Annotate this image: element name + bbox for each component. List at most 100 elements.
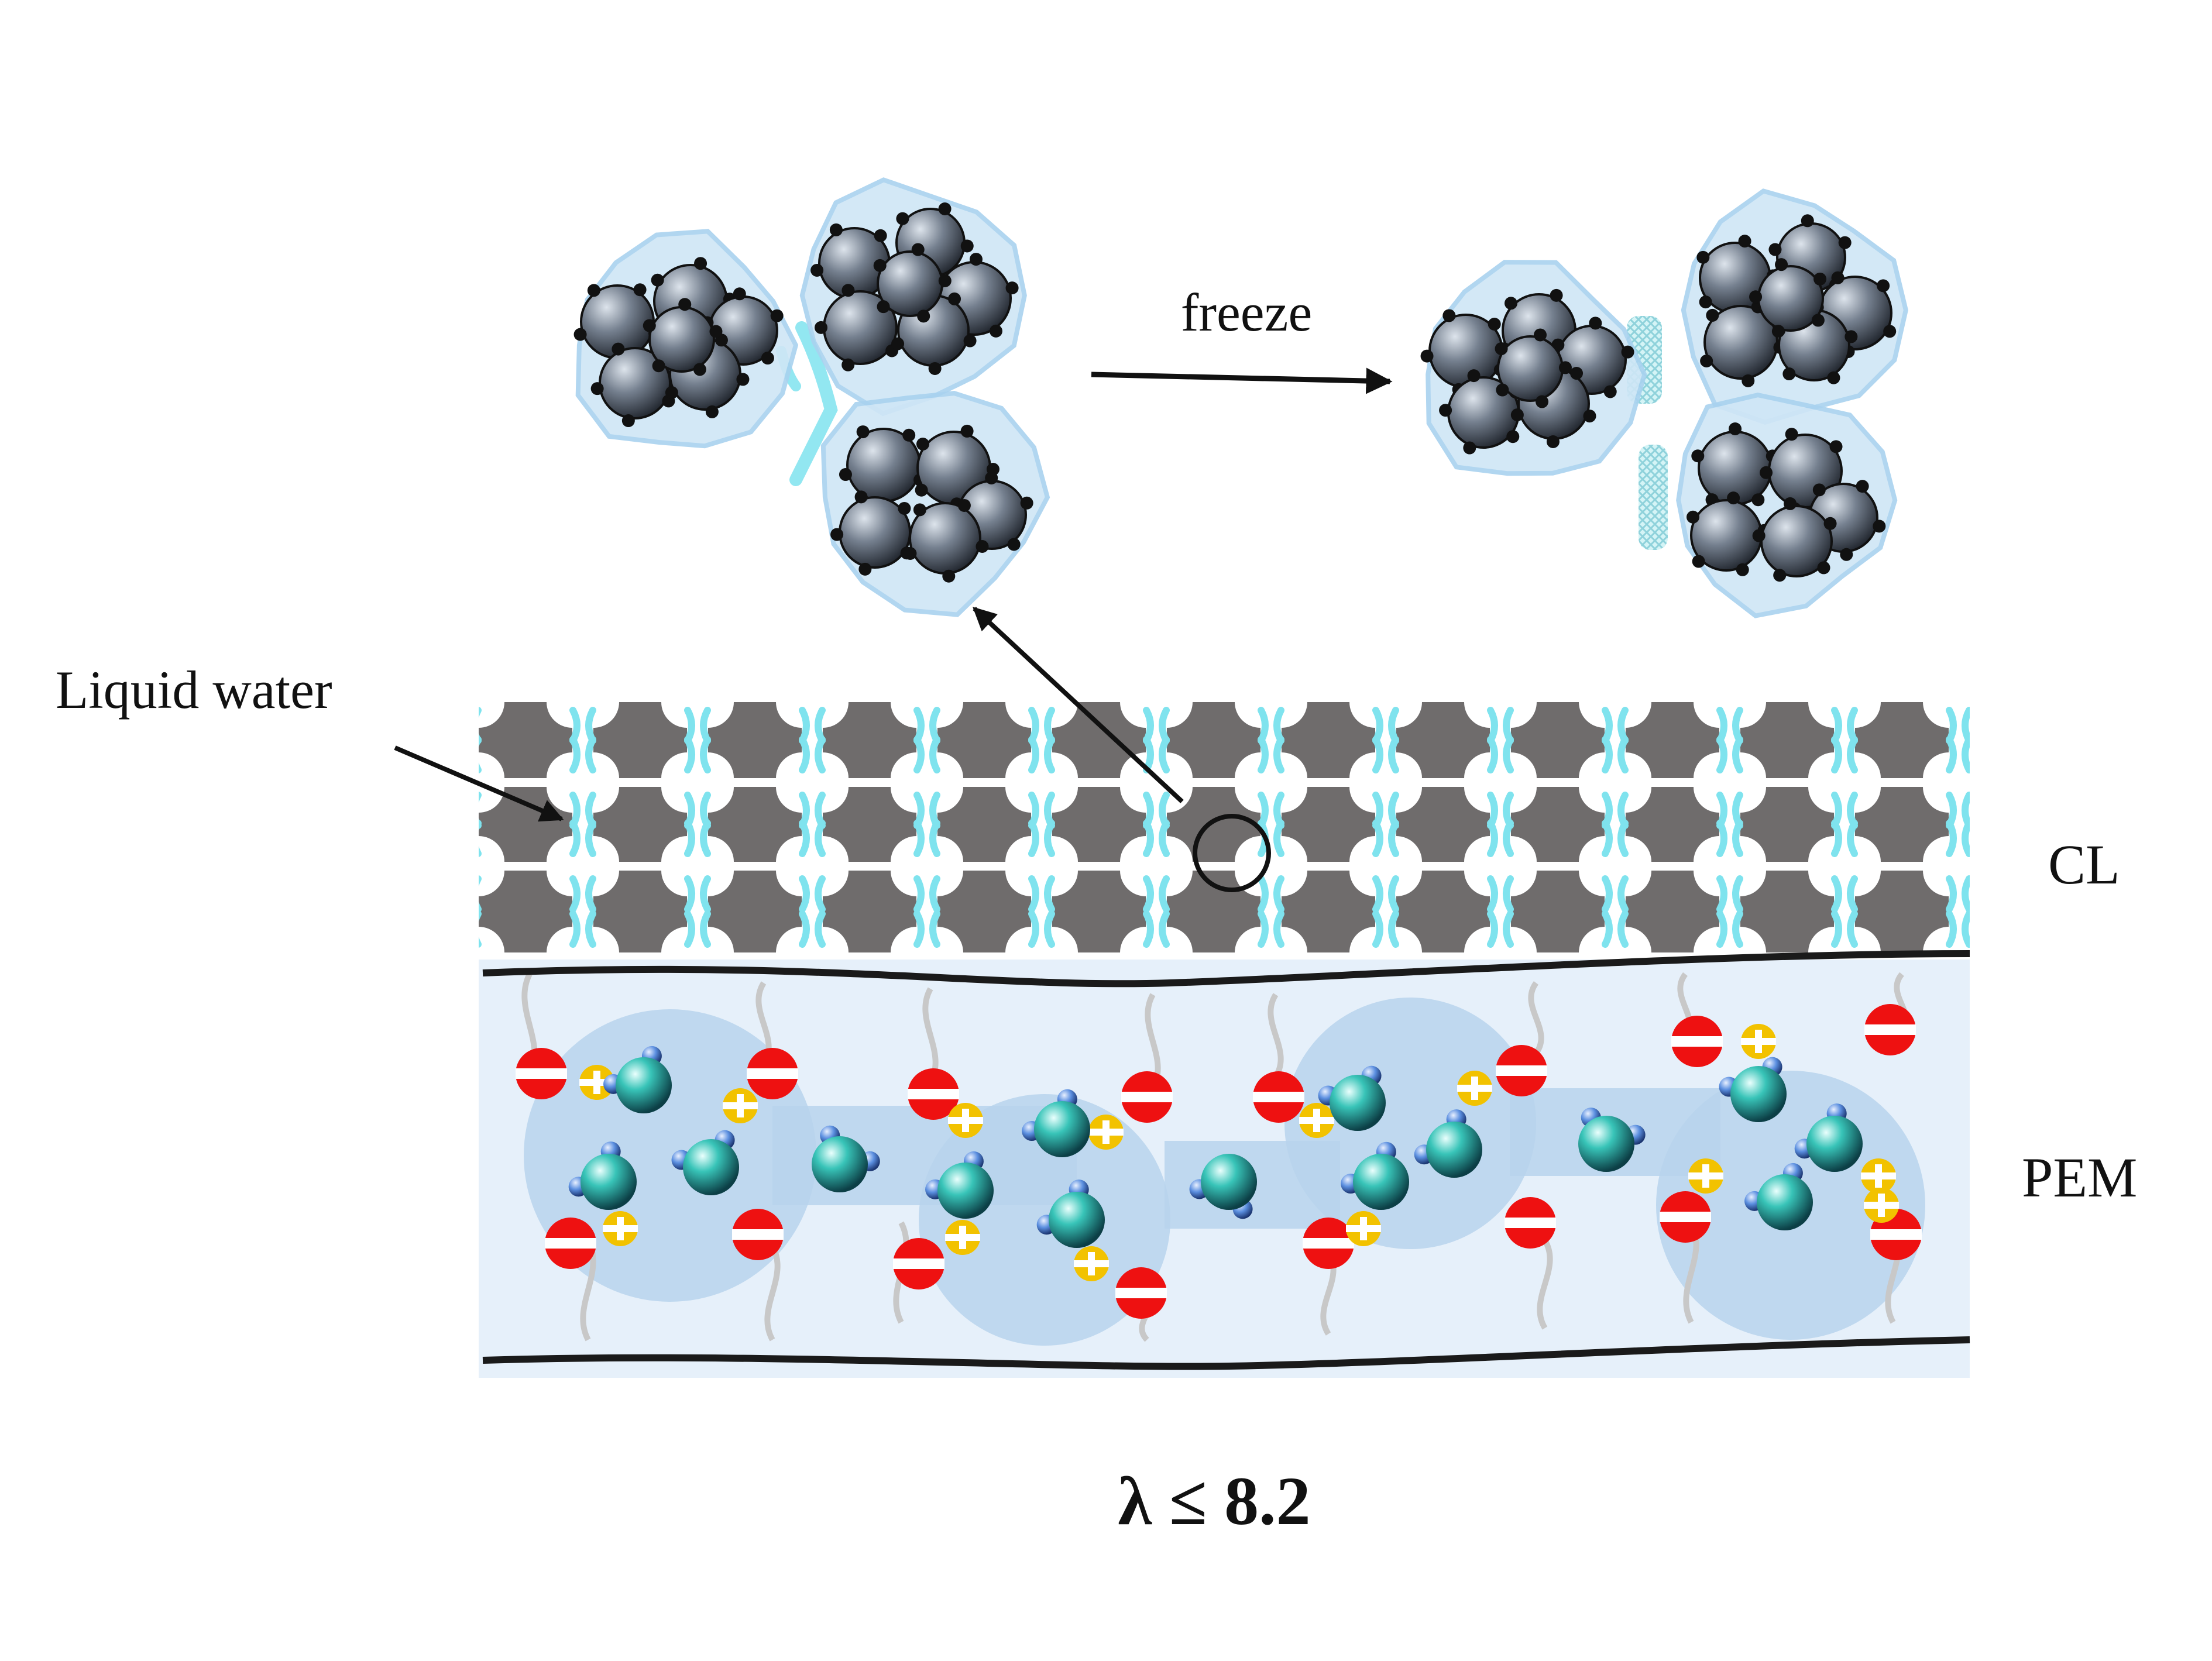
carbon-block: [1511, 702, 1605, 778]
platinum-dot: [621, 414, 635, 428]
liquid-water-film: [1372, 910, 1383, 948]
platinum-dot: [1603, 385, 1617, 398]
liquid-water-film: [1028, 875, 1039, 913]
platinum-dot: [590, 382, 604, 396]
liquid-water-film: [1732, 820, 1743, 857]
plus-circle-icon: [948, 1103, 983, 1138]
liquid-water-film: [1487, 736, 1498, 773]
platinum-dot: [873, 259, 887, 272]
platinum-dot: [665, 386, 678, 400]
carbon-block: [1052, 871, 1146, 952]
carbon-block: [479, 871, 572, 952]
liquid-water-film: [1143, 736, 1154, 773]
carbon-block: [708, 702, 802, 778]
platinum-dot: [815, 321, 828, 334]
liquid-water-film: [1946, 910, 1957, 948]
liquid-water-film: [569, 820, 581, 857]
platinum-dot: [1558, 361, 1572, 374]
liquid-water-film: [569, 736, 581, 773]
platinum-dot: [1589, 317, 1602, 330]
liquid-water-film: [2064, 740, 2068, 770]
platinum-dot: [913, 503, 926, 517]
liquid-water-film: [1028, 820, 1039, 857]
carbon-particle: [573, 283, 662, 367]
platinum-dot: [1817, 561, 1830, 575]
agglomerate: [820, 391, 1050, 617]
minus-circle-icon: [516, 1048, 567, 1099]
liquid-water-film: [1847, 736, 1858, 773]
platinum-dot: [963, 334, 977, 348]
liquid-water-film: [1946, 820, 1957, 857]
liquid-water-film: [1831, 820, 1842, 857]
oxygen-atom: [937, 1163, 994, 1219]
zoom-region-circle: [1193, 814, 1271, 892]
platinum-dot: [1570, 367, 1584, 380]
agglomerate-cluster-after-freeze: [1420, 188, 1908, 618]
platinum-dot: [1550, 288, 1563, 302]
water-molecule-icon: [568, 1141, 637, 1210]
carbon-block: [1396, 787, 1490, 862]
platinum-dot: [938, 202, 952, 215]
liquid-water-film: [815, 736, 826, 773]
agglomerate: [799, 177, 1027, 417]
agglomerate: [1676, 393, 1898, 618]
liquid-water-label: Liquid water: [56, 660, 332, 720]
liquid-water-arrow: [394, 745, 564, 822]
carbon-block: [708, 871, 802, 952]
carbon-block: [1855, 871, 1949, 952]
platinum-dot: [1504, 297, 1517, 310]
liquid-water-film: [799, 736, 810, 773]
platinum-dot: [1813, 272, 1827, 286]
liquid-water-film: [1273, 875, 1284, 913]
platinum-dot: [810, 263, 824, 277]
oxygen-atom: [1049, 1192, 1105, 1248]
liquid-water-film: [1143, 875, 1154, 913]
liquid-water-film: [700, 820, 711, 857]
liquid-water-film: [913, 910, 925, 948]
plus-circle-icon: [1346, 1211, 1381, 1246]
carbon-block: [1167, 787, 1260, 862]
liquid-water-film: [684, 875, 695, 913]
platinum-dot: [1467, 369, 1481, 383]
platinum-dot: [1752, 529, 1766, 542]
carbon-block: [1855, 787, 1949, 862]
platinum-dot: [1496, 383, 1509, 397]
liquid-water-film: [1962, 736, 1970, 773]
oxygen-atom: [1578, 1116, 1634, 1172]
platinum-dot: [709, 325, 723, 338]
liquid-water-film: [479, 875, 482, 913]
platinum-dot: [761, 352, 774, 365]
oxygen-atom: [616, 1057, 672, 1113]
platinum-dot: [911, 243, 925, 256]
liquid-water-film: [913, 820, 925, 857]
minus-circle-icon: [545, 1218, 596, 1269]
platinum-dot: [1785, 428, 1798, 441]
platinum-dot: [1751, 493, 1765, 507]
minus-circle-icon: [1253, 1071, 1304, 1123]
liquid-water-film: [1258, 875, 1269, 913]
liquid-water-film: [1044, 820, 1055, 857]
platinum-dot: [858, 562, 872, 576]
platinum-dot: [1760, 466, 1773, 479]
platinum-dot: [1811, 314, 1825, 327]
platinum-dot: [573, 328, 587, 341]
liquid-water-film: [929, 820, 940, 857]
platinum-dot: [1583, 410, 1596, 423]
carbon-block: [1855, 702, 1949, 778]
liquid-water-film: [1503, 875, 1514, 913]
plus-circle-icon: [603, 1211, 638, 1246]
liquid-water-film: [1602, 875, 1613, 913]
platinum-dot: [891, 337, 905, 350]
carbon-block: [1282, 871, 1375, 952]
platinum-dot: [1692, 555, 1705, 568]
liquid-water-film: [1617, 910, 1629, 948]
oxygen-atom: [1757, 1174, 1813, 1230]
platinum-dot: [1706, 308, 1719, 322]
liquid-water-film: [1617, 820, 1629, 857]
carbon-block: [593, 702, 687, 778]
platinum-dot: [1768, 243, 1782, 256]
liquid-water-film: [1273, 820, 1284, 857]
platinum-dot: [856, 425, 870, 439]
water-molecule-icon: [1578, 1108, 1646, 1172]
lambda-condition: λ ≤ 8.2: [1118, 1463, 1310, 1539]
